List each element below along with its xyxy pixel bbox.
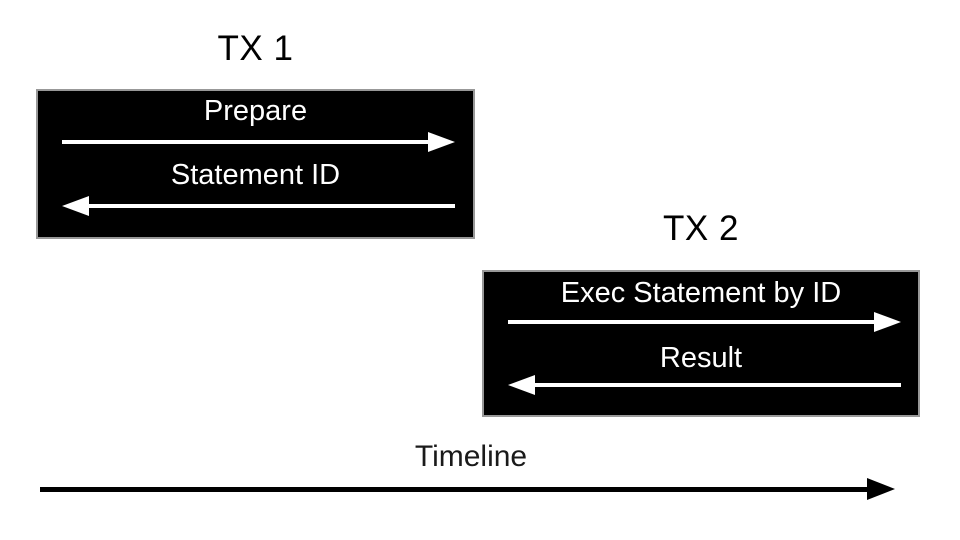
- timeline-label: Timeline: [414, 440, 528, 473]
- tx1-title: TX 1: [217, 29, 294, 68]
- tx2-message-exec-statement-label: Exec Statement by ID: [560, 277, 842, 309]
- arrow-head: [428, 132, 455, 152]
- arrow-shaft: [62, 140, 430, 144]
- left-arrow-icon: [508, 375, 901, 395]
- arrow-shaft: [87, 204, 455, 208]
- arrow-head: [62, 196, 89, 216]
- tx1-message-statement-id-label: Statement ID: [170, 159, 341, 191]
- arrow-head: [867, 478, 895, 500]
- tx2-title: TX 2: [663, 209, 739, 248]
- arrow-head: [874, 312, 901, 332]
- right-arrow-icon: [508, 312, 901, 332]
- arrow-head: [508, 375, 535, 395]
- arrow-shaft: [508, 320, 876, 324]
- tx1-message-prepare-label: Prepare: [203, 95, 308, 127]
- tx1-box: Prepare Statement ID: [36, 89, 475, 239]
- tx2-message-result-label: Result: [659, 342, 743, 374]
- arrow-shaft: [533, 383, 901, 387]
- timeline-arrow-icon: [40, 478, 895, 500]
- arrow-shaft: [40, 487, 868, 492]
- right-arrow-icon: [62, 132, 455, 152]
- tx2-box: Exec Statement by ID Result: [482, 270, 920, 417]
- left-arrow-icon: [62, 196, 455, 216]
